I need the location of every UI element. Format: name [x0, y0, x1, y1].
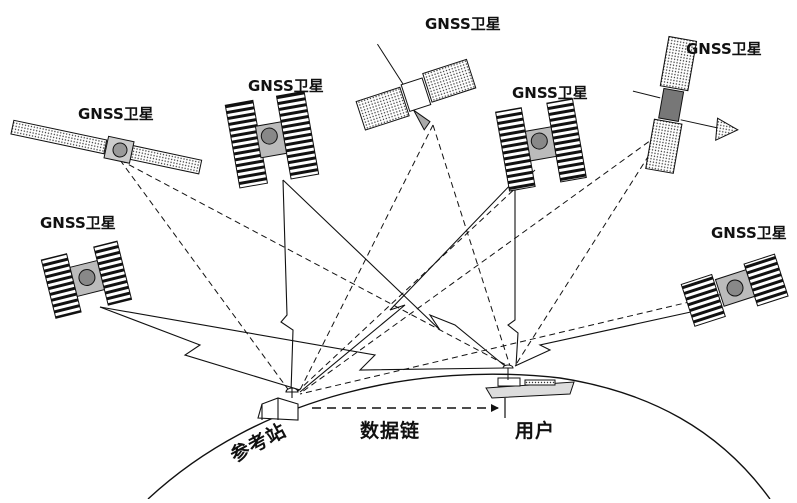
user-label: 用户: [515, 420, 556, 442]
signal-solid-line: [514, 309, 701, 367]
satellite-mid-left: [224, 90, 320, 189]
signal-dashed-line: [432, 124, 511, 367]
reference-station-building: [257, 387, 299, 421]
signal-dashed-line: [299, 124, 434, 391]
data-link-label: 数据链: [360, 420, 421, 442]
satellite-label: GNSS卫星: [711, 224, 787, 242]
signal-dashed-line: [299, 289, 741, 395]
signal-dashed-line: [119, 159, 291, 393]
signal-solid-line: [507, 180, 519, 367]
signal-dashed-line: [119, 159, 509, 367]
satellite-left-top: [10, 119, 203, 175]
satellite-right-low: [680, 253, 789, 327]
user-ship: [485, 364, 575, 399]
earth-surface: [147, 373, 771, 500]
satellite-mid-right: [495, 98, 587, 192]
solid-signal-lines: [99, 179, 701, 393]
signal-solid-line: [282, 179, 506, 367]
signal-dashed-line: [514, 129, 666, 367]
satellite-label: GNSS卫星: [78, 105, 154, 123]
signal-solid-line: [280, 179, 294, 393]
satellite-label: GNSS卫星: [40, 214, 116, 232]
signal-dashed-line: [297, 169, 536, 392]
satellite-label: GNSS卫星: [425, 15, 501, 33]
satellite-label: GNSS卫星: [248, 77, 324, 95]
signal-solid-line: [99, 306, 301, 391]
dashed-signal-lines: [119, 124, 741, 395]
satellite-left-low: [40, 240, 133, 319]
signal-solid-line: [99, 306, 506, 371]
satellite-label: GNSS卫星: [686, 40, 762, 58]
satellite-top-center: [355, 43, 477, 131]
signal-dashed-line: [301, 129, 666, 393]
satellite-right-top: [632, 35, 739, 174]
satellite-label: GNSS卫星: [512, 84, 588, 102]
signal-solid-line: [299, 179, 516, 393]
